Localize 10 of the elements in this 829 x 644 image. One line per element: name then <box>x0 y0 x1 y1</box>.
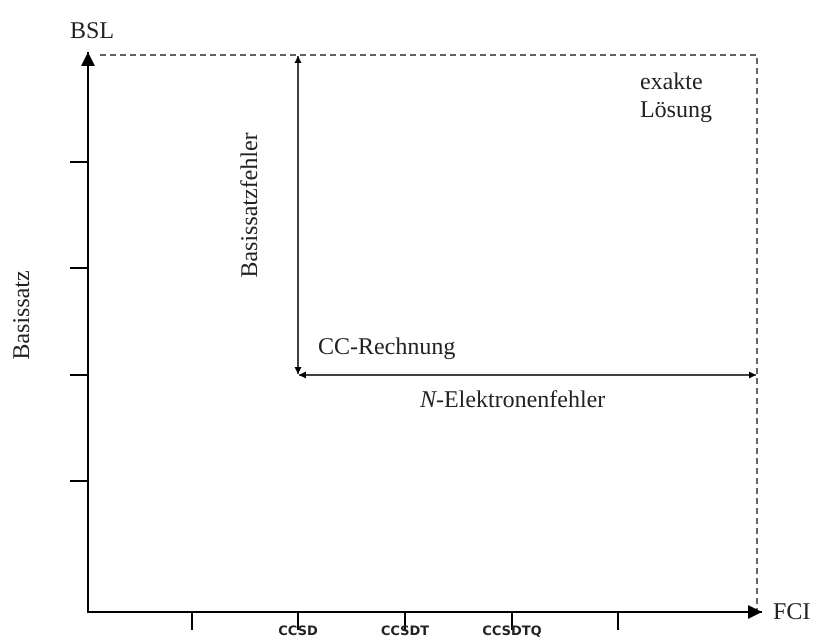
point-label: exakte Lösung <box>640 68 713 124</box>
dimension-label: Basissatzfehler <box>236 132 264 278</box>
dimension-label: N-Elektronenfehler <box>420 386 606 414</box>
point-label: CC-Rechnung <box>318 333 456 361</box>
tick-label: CCSDTQ <box>482 624 542 640</box>
tick-label: CCSDT <box>380 624 430 640</box>
axis-title: BSL <box>70 17 114 45</box>
tick-label: CCSD <box>278 624 318 640</box>
axis-title: Basissatz <box>8 270 36 360</box>
axis-title: FCI <box>773 598 810 626</box>
